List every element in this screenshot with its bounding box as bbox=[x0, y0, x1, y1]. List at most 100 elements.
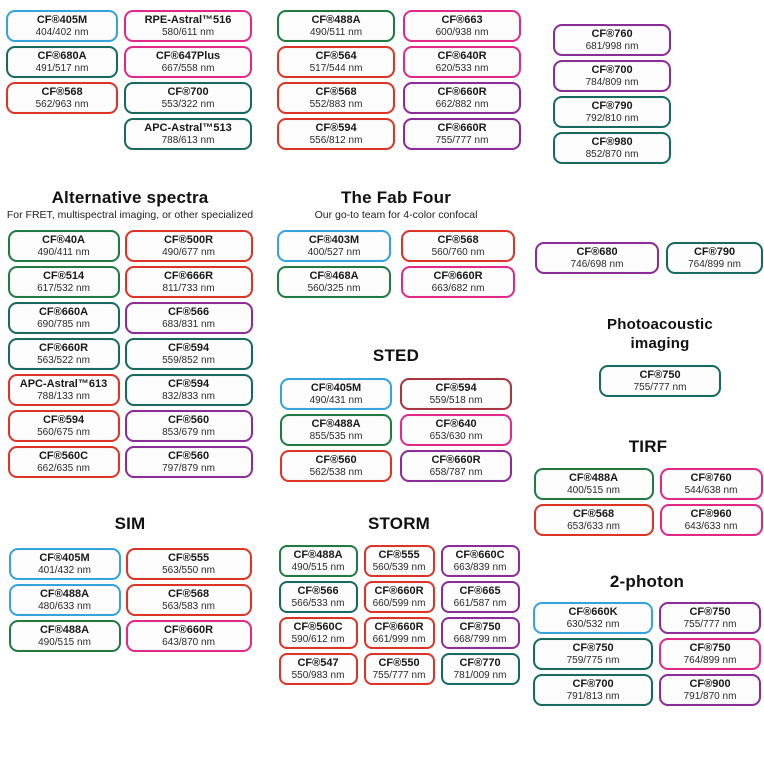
dye-wavelengths: 781/009 nm bbox=[453, 669, 507, 681]
dye-wavelengths: 764/899 nm bbox=[683, 654, 737, 666]
dye-name: CF®960 bbox=[690, 507, 732, 520]
dye-name: CF®700 bbox=[591, 63, 633, 76]
dye-name: CF®566 bbox=[297, 584, 339, 597]
dye-name: CF®660C bbox=[455, 548, 505, 561]
dye-wavelengths: 663/839 nm bbox=[453, 561, 507, 573]
dye-name: CF®488A bbox=[311, 417, 361, 430]
dye-name: CF®700 bbox=[572, 677, 614, 690]
dye-wavelengths: 653/633 nm bbox=[567, 520, 620, 532]
dye-name: CF®660R bbox=[437, 121, 487, 134]
dye-name: CF®980 bbox=[591, 135, 633, 148]
dye-name: CF®660R bbox=[163, 623, 214, 636]
dye-wavelengths: 643/633 nm bbox=[684, 520, 738, 532]
dye-wavelengths: 630/532 nm bbox=[566, 618, 620, 630]
dye-wavelengths: 755/777 nm bbox=[683, 618, 737, 630]
dye-wavelengths: 683/831 nm bbox=[162, 318, 215, 330]
dye-wavelengths: 784/809 nm bbox=[585, 76, 639, 88]
dye-wavelengths: 764/899 nm bbox=[688, 258, 741, 270]
dye-name: CF®663 bbox=[441, 13, 483, 26]
dye-wavelengths: 560/675 nm bbox=[37, 426, 90, 438]
dye-wavelengths: 660/599 nm bbox=[372, 597, 426, 609]
dye-name: CF®500R bbox=[163, 233, 214, 246]
dye-name: CF®594 bbox=[167, 341, 210, 354]
dye-wavelengths: 759/775 nm bbox=[566, 654, 620, 666]
section-title-storm: STORM bbox=[367, 514, 431, 533]
dye-name: CF®514 bbox=[42, 269, 85, 282]
dye-name: CF®647Plus bbox=[155, 49, 221, 62]
section-title-sim: SIM bbox=[114, 514, 146, 533]
dye-name: CF®568 bbox=[315, 85, 357, 98]
dye-wavelengths: 490/677 nm bbox=[162, 246, 215, 258]
dye-name: CF®560C bbox=[38, 449, 89, 462]
dye-wavelengths: 490/515 nm bbox=[291, 561, 345, 573]
dye-name: CF®566 bbox=[167, 305, 210, 318]
dye-name: CF®760 bbox=[591, 27, 633, 40]
dye-name: CF®594 bbox=[315, 121, 357, 134]
dye-name: APC-Astral™613 bbox=[19, 377, 108, 390]
dye-wavelengths: 791/813 nm bbox=[566, 690, 620, 702]
dye-wavelengths: 661/999 nm bbox=[372, 633, 426, 645]
dye-wavelengths: 792/810 nm bbox=[585, 112, 639, 124]
dye-wavelengths: 662/635 nm bbox=[37, 462, 90, 474]
dye-wavelengths: 643/870 nm bbox=[162, 636, 215, 648]
dye-wavelengths: 600/938 nm bbox=[435, 26, 489, 38]
dye-wavelengths: 797/879 nm bbox=[162, 462, 215, 474]
dye-name: CF®660A bbox=[38, 305, 89, 318]
dye-wavelengths: 852/870 nm bbox=[585, 148, 639, 160]
dye-wavelengths: 563/522 nm bbox=[37, 354, 90, 366]
dye-wavelengths: 590/612 nm bbox=[291, 633, 345, 645]
dye-name: CF®547 bbox=[297, 656, 339, 669]
dye-name: CF®750 bbox=[689, 641, 731, 654]
dye-name: CF®660R bbox=[437, 85, 487, 98]
dye-wavelengths: 661/587 nm bbox=[453, 597, 507, 609]
dye-name: CF®770 bbox=[459, 656, 501, 669]
dye-wavelengths: 490/431 nm bbox=[309, 394, 363, 406]
dye-wavelengths: 811/733 nm bbox=[162, 282, 215, 294]
dye-name: CF®568 bbox=[572, 507, 615, 520]
dye-name: CF®760 bbox=[690, 471, 732, 484]
dye-name: CF®640R bbox=[437, 49, 487, 62]
dye-name: CF®750 bbox=[572, 641, 614, 654]
dye-wavelengths: 580/611 nm bbox=[161, 26, 215, 38]
dye-wavelengths: 617/532 nm bbox=[37, 282, 90, 294]
section-title-photoacoustic: Photoacoustic imaging bbox=[607, 316, 713, 352]
dye-name: CF®700 bbox=[167, 85, 209, 98]
dye-wavelengths: 552/883 nm bbox=[309, 98, 363, 110]
